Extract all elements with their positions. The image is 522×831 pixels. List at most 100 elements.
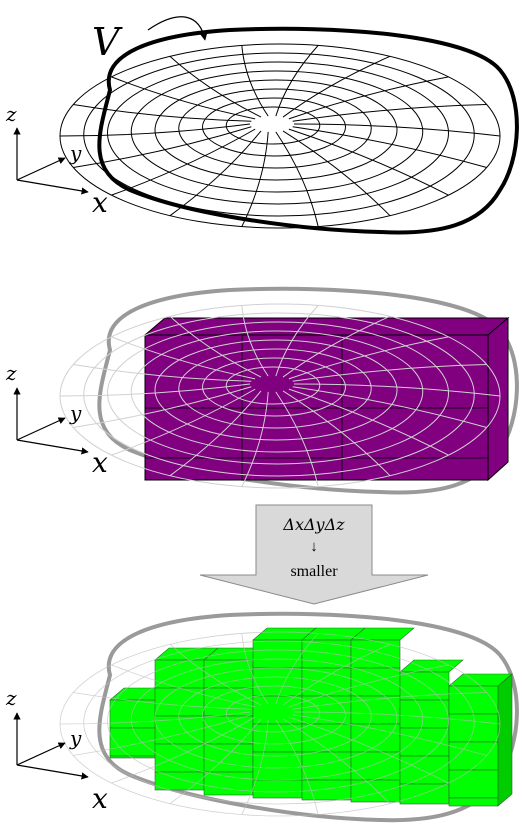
mesh-spoke (73, 386, 252, 428)
mesh-ring (83, 312, 475, 477)
curvilinear-mesh (59, 43, 501, 229)
mesh-spoke (59, 383, 251, 397)
mesh-spoke (292, 692, 487, 710)
mesh-spoke (282, 130, 391, 217)
mesh-spoke (292, 714, 487, 756)
voxel-cell (350, 779, 401, 803)
mesh-spoke (73, 364, 252, 382)
coarse-block-front (144, 334, 489, 481)
mesh-spoke (282, 55, 391, 118)
voxel-cell (448, 769, 499, 799)
mesh-spoke (288, 128, 449, 196)
voxel-cell (399, 699, 450, 729)
mesh-spoke (59, 123, 251, 137)
voxel-cell (252, 779, 303, 799)
voxel-cell (301, 779, 352, 801)
voxel-cell (350, 667, 401, 697)
mesh-spoke (241, 719, 269, 815)
mesh-spoke (282, 315, 391, 378)
mesh-spoke (288, 388, 449, 456)
mesh-ring (178, 676, 372, 757)
mesh-spoke (275, 131, 319, 227)
voxel-cell (448, 741, 499, 771)
arrow-label-smaller: smaller (290, 563, 338, 580)
voxel-cell (203, 743, 254, 773)
voxel-cell (154, 659, 205, 689)
mesh-spoke (293, 123, 501, 137)
mesh-spoke (288, 716, 449, 784)
voxel-cell (203, 715, 254, 745)
voxel-side (497, 673, 513, 807)
axis-y-label-2: y (69, 401, 82, 425)
axis-z-label: z (5, 102, 17, 126)
mesh-ring (154, 339, 398, 441)
voxel-cell (203, 659, 254, 689)
mesh-spoke (282, 718, 391, 804)
arrow-label-delta: ΔxΔyΔz (282, 515, 345, 534)
mesh-spoke (169, 718, 262, 804)
mesh-spoke (73, 126, 252, 168)
mesh-spoke (275, 391, 319, 487)
mesh-ring (154, 79, 398, 181)
mesh-spoke (241, 633, 269, 705)
mesh-spoke (111, 336, 256, 380)
v-pointer-arrow (147, 16, 208, 41)
mesh-spoke (111, 664, 256, 708)
panel-fine-approximation: z y x (5, 611, 519, 823)
mesh-spoke (275, 719, 319, 815)
mesh-spoke (275, 305, 319, 377)
voxel-cell (399, 727, 450, 757)
mesh-ring (107, 321, 449, 465)
voxel-cell (350, 723, 401, 753)
axes-triad-3 (13, 712, 89, 780)
voxel-cell (203, 771, 254, 796)
mesh-spoke (288, 336, 449, 380)
mesh-spoke (282, 643, 391, 706)
voxel-cell (350, 695, 401, 725)
volume-label: V (92, 20, 123, 64)
mesh-ring (130, 658, 424, 781)
mesh-ring (225, 106, 321, 145)
mesh-ring (130, 330, 424, 453)
mesh-ring (130, 70, 424, 193)
refinement-arrow-shape (199, 504, 429, 605)
mesh-ring (107, 61, 449, 205)
axis-z-label-2: z (5, 361, 17, 385)
voxel-cell (399, 671, 450, 701)
voxel-cell (109, 699, 160, 729)
mesh-spoke (293, 383, 501, 397)
arrow-label-down: ↓ (310, 539, 318, 555)
mesh-spoke (288, 664, 449, 708)
mesh-ring (178, 348, 372, 429)
mesh-spoke (111, 388, 256, 456)
mesh-spoke (275, 45, 319, 117)
mesh-spoke (169, 55, 262, 118)
mesh-spoke (111, 76, 256, 120)
mesh-spoke (111, 716, 256, 784)
mesh-spoke (292, 386, 487, 428)
curvilinear-mesh-overlay-3 (59, 631, 501, 817)
axis-x-label-2: x (92, 446, 108, 479)
voxel-cell (154, 771, 205, 791)
voxel-cell (350, 639, 401, 669)
axis-x-label: x (92, 186, 108, 219)
axis-y-label-3: y (69, 726, 82, 750)
voxel-cell (252, 667, 303, 697)
mesh-ring (83, 640, 475, 805)
voxel-cell (448, 685, 499, 715)
mesh-spoke (169, 390, 262, 477)
mesh-spoke (241, 305, 269, 377)
mesh-spoke (292, 126, 487, 168)
mesh-spoke (275, 633, 319, 705)
coarse-block (143, 316, 510, 482)
mesh-spoke (59, 711, 251, 725)
panel-continuous-volume: V z y x (5, 16, 519, 235)
mesh-spoke (282, 390, 391, 477)
voxel-cell (301, 695, 352, 725)
voxel-cell (448, 797, 499, 807)
mesh-spoke (241, 391, 269, 487)
mesh-ring (154, 667, 398, 769)
voxel-cell (301, 723, 352, 753)
mesh-ring (202, 685, 346, 745)
mesh-spoke (241, 45, 269, 117)
